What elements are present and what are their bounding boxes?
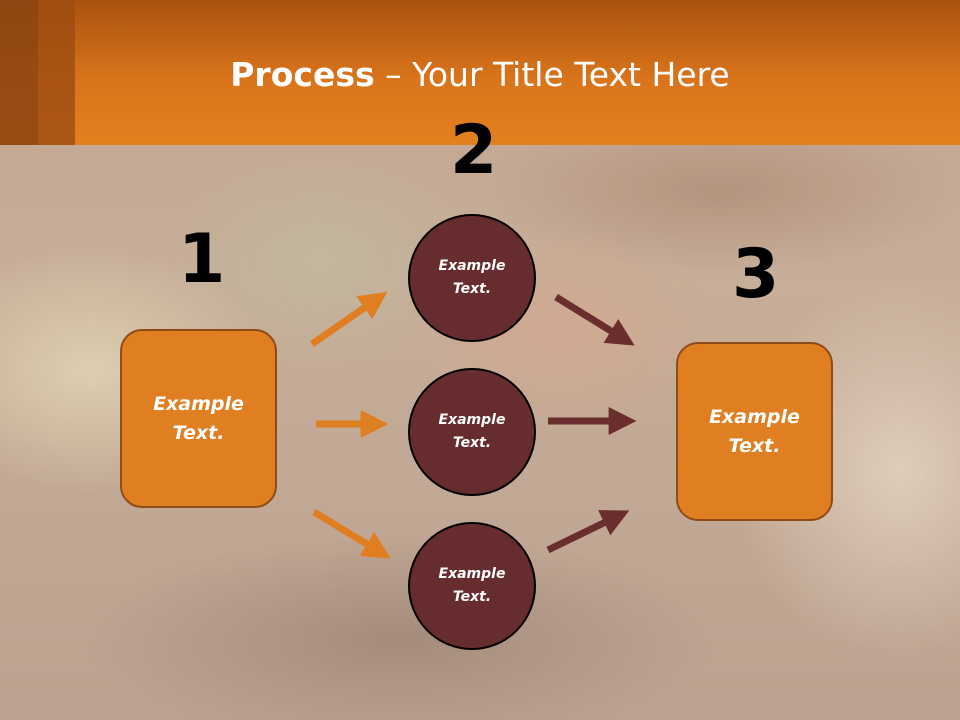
step-1-box: Example Text. (120, 329, 277, 508)
circle-middle-text-line2: Text. (452, 435, 492, 451)
step-1-text: Example Text. (153, 390, 244, 448)
step-3-text-line2: Text. (728, 434, 781, 457)
circle-top-text-line2: Text. (452, 281, 492, 297)
step-number-3: 3 (732, 235, 780, 314)
circle-top: Example Text. (408, 214, 536, 342)
circle-top-text-line1: Example (438, 258, 506, 274)
step-number-1: 1 (178, 220, 226, 299)
slide-title-rest: – Your Title Text Here (374, 55, 730, 94)
header-accent-strip (38, 0, 75, 145)
circle-middle-text-line1: Example (438, 412, 506, 428)
step-3-text: Example Text. (709, 403, 800, 461)
slide-title-bold: Process (230, 55, 375, 94)
step-1-text-line2: Text. (172, 421, 225, 444)
step-3-box: Example Text. (676, 342, 833, 521)
circle-bottom: Example Text. (408, 522, 536, 650)
arrow-bottom-to-3 (546, 510, 630, 554)
step-1-text-line1: Example (153, 392, 244, 415)
arrow-top-to-3 (554, 294, 635, 346)
header-bar (0, 0, 960, 145)
step-3-text-line1: Example (709, 405, 800, 428)
arrow-1-to-bottom (312, 509, 391, 559)
slide-title: Process – Your Title Text Here (0, 52, 960, 98)
circle-bottom-text-line1: Example (438, 566, 506, 582)
circle-middle: Example Text. (408, 368, 536, 496)
circle-bottom-text-line2: Text. (452, 589, 492, 605)
step-number-2: 2 (450, 111, 498, 190)
arrow-1-to-top (310, 291, 388, 347)
header-accent-strip (0, 0, 38, 145)
